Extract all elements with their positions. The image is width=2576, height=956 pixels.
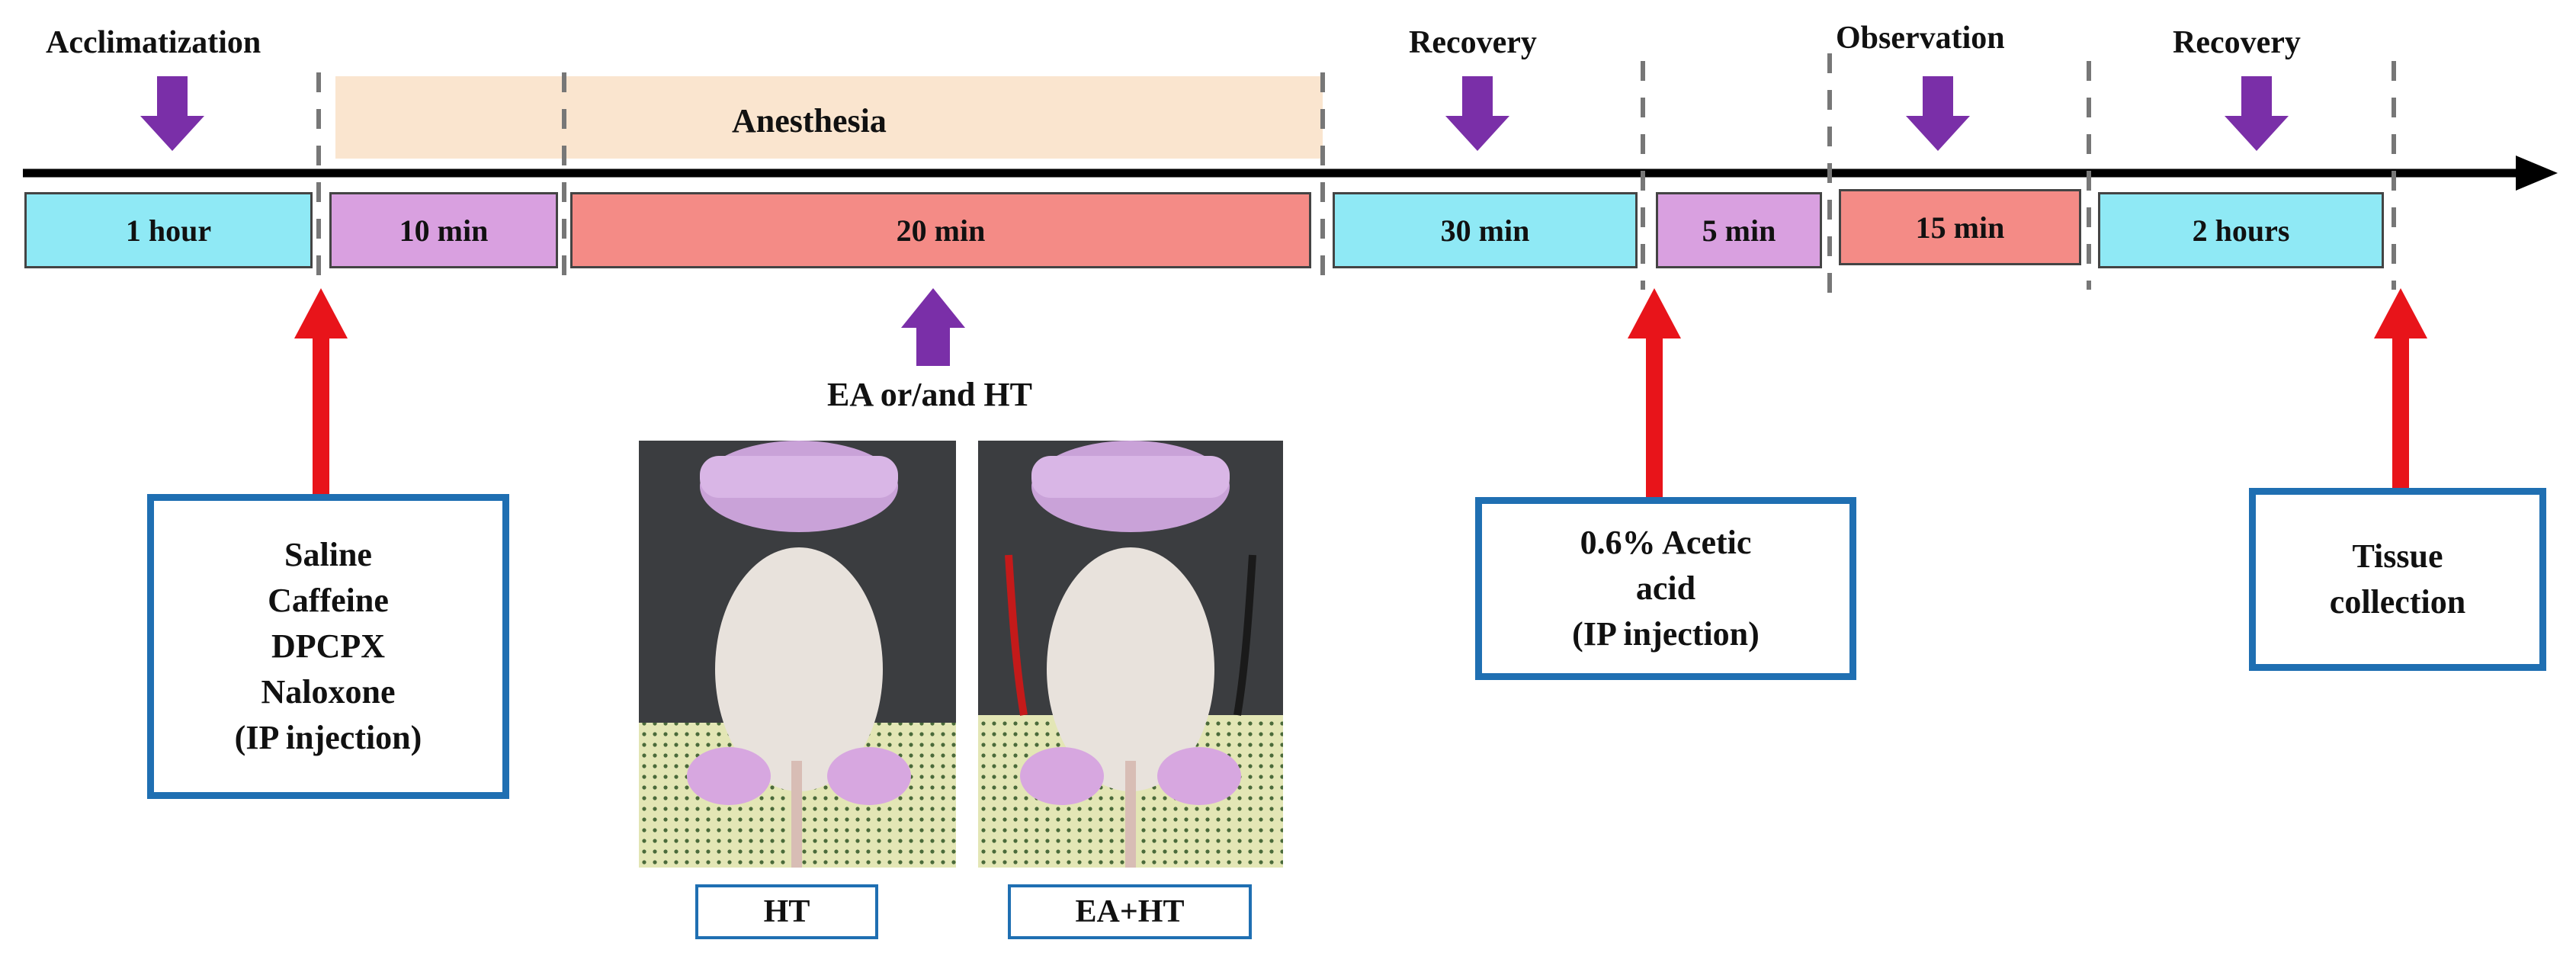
mouse-ht-illustration: [639, 441, 956, 868]
drug-injection-box: Saline Caffeine DPCPX Naloxone (IP injec…: [147, 494, 509, 799]
acclimatization-label: Acclimatization: [46, 25, 261, 60]
segment-acclimatization: 1 hour: [24, 192, 313, 268]
purple-arrow-recovery-1: [1445, 76, 1509, 151]
red-arrow-drug-shaft: [313, 335, 329, 496]
observation-label: Observation: [1836, 21, 2005, 56]
red-arrow-drug-head: [294, 288, 348, 338]
red-arrow-acetic-head: [1628, 288, 1681, 338]
photo-ht: [639, 441, 956, 868]
segment-observation: 15 min: [1839, 189, 2081, 265]
purple-arrow-acclimatization: [140, 76, 204, 151]
segment-post-injection: 5 min: [1656, 192, 1822, 268]
purple-arrow-treatment: [901, 288, 965, 366]
segment-recovery-1: 30 min: [1333, 192, 1638, 268]
anesthesia-band: [335, 76, 1323, 159]
recovery-label-1: Recovery: [1409, 25, 1537, 60]
red-arrow-acetic-shaft: [1646, 335, 1663, 499]
red-arrow-tissue-head: [2374, 288, 2427, 338]
purple-arrow-recovery-2: [2225, 76, 2289, 151]
caption-ea-ht: EA+HT: [1008, 884, 1252, 939]
tissue-collection-box: Tissue collection: [2249, 488, 2546, 671]
segment-recovery-2: 2 hours: [2098, 192, 2384, 268]
recovery-label-2: Recovery: [2173, 25, 2301, 60]
red-arrow-tissue-shaft: [2392, 335, 2409, 492]
treatment-label: EA or/and HT: [827, 376, 1032, 413]
segment-treatment: 20 min: [570, 192, 1311, 268]
acetic-acid-injection-box: 0.6% Acetic acid (IP injection): [1475, 497, 1856, 680]
mouse-ea-ht-illustration: [978, 441, 1283, 868]
segment-pre-treatment: 10 min: [329, 192, 558, 268]
timeline-arrowhead: [2516, 156, 2558, 191]
purple-arrow-observation: [1906, 76, 1970, 151]
photo-ea-ht: [978, 441, 1283, 868]
anesthesia-label: Anesthesia: [732, 102, 887, 140]
caption-ht: HT: [695, 884, 878, 939]
